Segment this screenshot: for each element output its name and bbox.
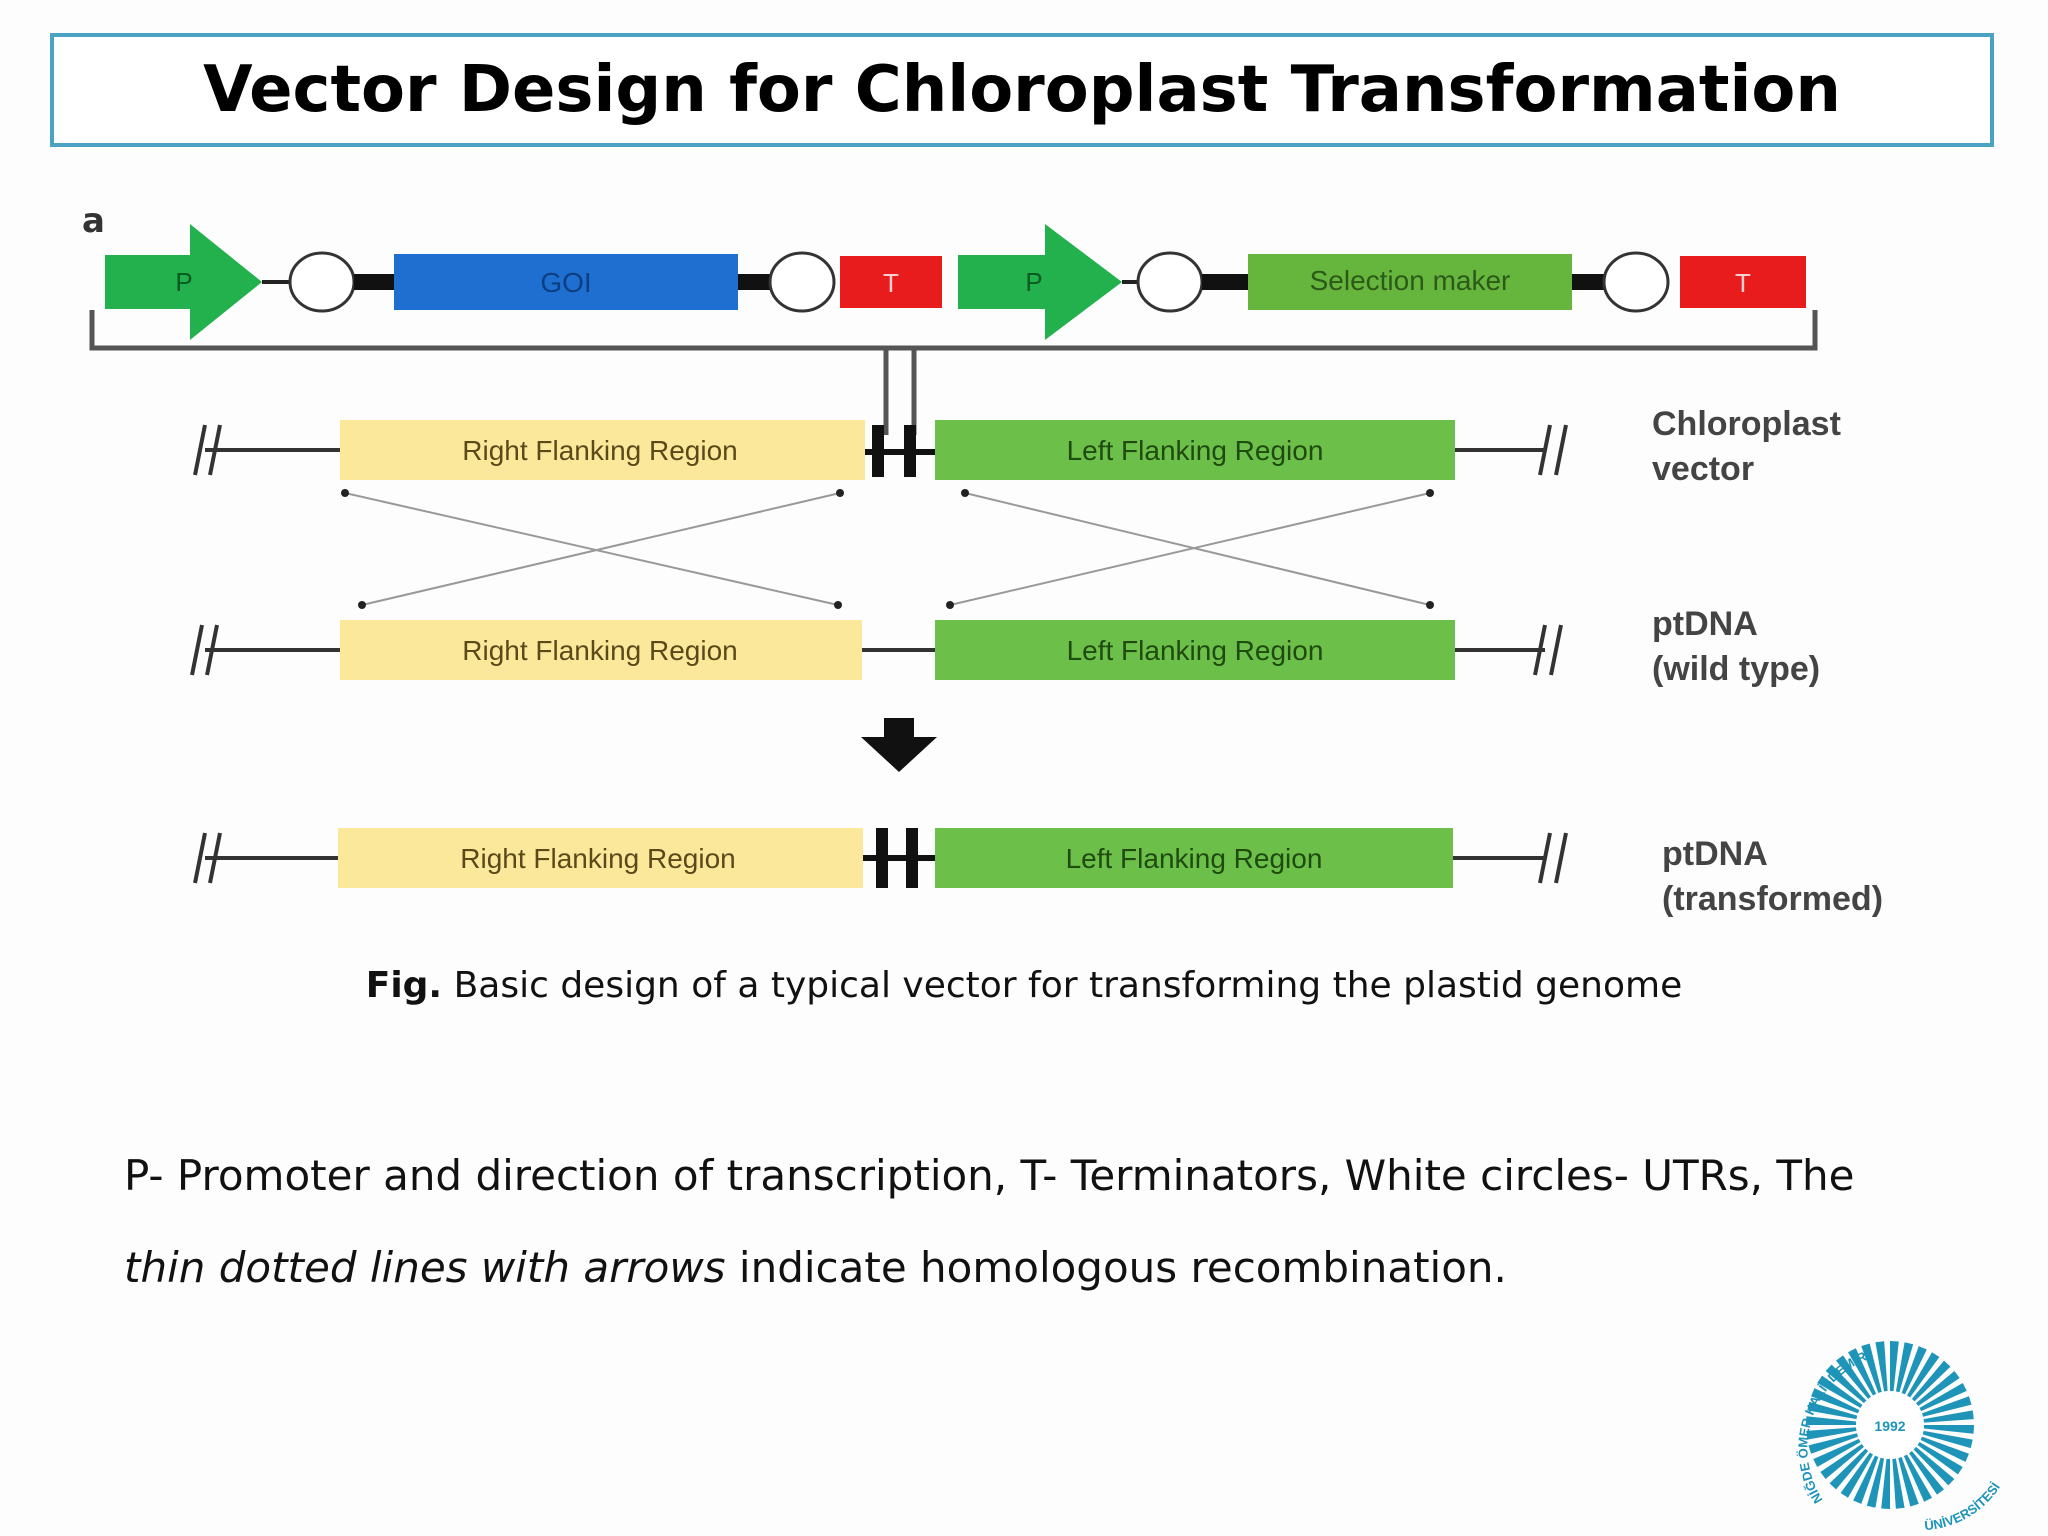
logo-ray xyxy=(1866,1457,1885,1508)
logo-ray xyxy=(1806,1427,1857,1440)
row-label-3b: (transformed) xyxy=(1662,880,1883,918)
right-flank-3 xyxy=(338,828,863,888)
logo-ray xyxy=(1806,1416,1857,1425)
goi-box xyxy=(394,254,738,310)
figure-caption: Fig. Basic design of a typical vector fo… xyxy=(0,965,2048,1006)
logo-year: 1992 xyxy=(1874,1418,1905,1434)
terminator-box-2 xyxy=(1680,256,1806,308)
logo-ray xyxy=(1875,1341,1888,1392)
utr-circle-1 xyxy=(288,251,356,313)
logo-ray xyxy=(1895,1342,1914,1393)
title-box: Vector Design for Chloroplast Transforma… xyxy=(50,33,1994,147)
promoter-arrow-2 xyxy=(958,224,1122,340)
vector-diagram: a P GOI T P Selection maker T xyxy=(82,201,1883,918)
logo-ray xyxy=(1909,1451,1944,1495)
row-label-3a: ptDNA xyxy=(1662,835,1768,873)
promoter-arrow-1 xyxy=(105,224,262,340)
logo-ray xyxy=(1923,1410,1974,1423)
logo-ray xyxy=(1829,1448,1869,1490)
description-rest: indicate homologous recombination. xyxy=(725,1243,1507,1292)
logo-ray xyxy=(1807,1401,1858,1420)
legend-description: P- Promoter and direction of transcripti… xyxy=(124,1130,1924,1314)
logo-ray xyxy=(1921,1396,1972,1417)
logo-ray xyxy=(1840,1452,1873,1498)
logo-ray xyxy=(1813,1438,1861,1467)
row-chloroplast-vector: Right Flanking Region Left Flanking Regi… xyxy=(193,405,1841,488)
right-flank-label-1: Right Flanking Region xyxy=(462,435,738,466)
left-flank-label-3: Left Flanking Region xyxy=(1066,843,1323,874)
right-flank-1 xyxy=(340,420,865,480)
figure-caption-bold: Fig. xyxy=(365,965,443,1006)
description-line-1: P- Promoter and direction of transcripti… xyxy=(124,1151,1855,1200)
row-label-1b: vector xyxy=(1652,450,1754,488)
recombination-lines xyxy=(341,489,1434,609)
logo-ray xyxy=(1817,1375,1863,1408)
logo-ray xyxy=(1922,1430,1973,1449)
promoter-label-2: P xyxy=(1025,267,1042,297)
logo-ray xyxy=(1923,1425,1974,1434)
logo-ray xyxy=(1907,1352,1940,1398)
selection-box xyxy=(1248,254,1572,310)
logo-ray xyxy=(1848,1348,1877,1396)
figure-caption-text: Basic design of a typical vector for tra… xyxy=(442,965,1683,1006)
left-flank-label-2: Left Flanking Region xyxy=(1067,635,1324,666)
utr-circle-2 xyxy=(768,251,836,313)
description-line-2: thin dotted lines with arrows indicate h… xyxy=(124,1222,1924,1314)
left-flank-3 xyxy=(935,828,1453,888)
utr-circle-3 xyxy=(1136,251,1204,313)
right-flank-label-3: Right Flanking Region xyxy=(460,843,736,874)
right-flank-2 xyxy=(340,620,862,680)
description-italic: thin dotted lines with arrows xyxy=(124,1243,726,1292)
row-label-1a: Chloroplast xyxy=(1652,405,1841,443)
right-flank-label-2: Right Flanking Region xyxy=(462,635,738,666)
logo-ray xyxy=(1920,1436,1969,1462)
logo-ray xyxy=(1903,1454,1932,1502)
utr-circle-4 xyxy=(1602,251,1670,313)
logo-ray xyxy=(1901,1346,1927,1395)
insertion-bracket xyxy=(89,310,1818,435)
left-flank-label-1: Left Flanking Region xyxy=(1067,435,1324,466)
logo-ray xyxy=(1881,1458,1890,1509)
logo-ray xyxy=(1861,1343,1882,1394)
logo-ray xyxy=(1836,1355,1871,1399)
goi-label: GOI xyxy=(540,267,591,298)
logo-ray xyxy=(1808,1433,1859,1454)
promoter-label-1: P xyxy=(175,267,192,297)
row-ptdna-wild-type: Right Flanking Region Left Flanking Regi… xyxy=(190,605,1820,688)
logo-ray xyxy=(1890,1341,1899,1392)
row-label-2a: ptDNA xyxy=(1652,605,1758,643)
row-ptdna-transformed: Right Flanking Region Left Flanking Regi… xyxy=(193,828,1883,918)
panel-label: a xyxy=(82,201,105,241)
logo-ray xyxy=(1892,1458,1905,1509)
expression-cassette: P GOI T P Selection maker T xyxy=(105,224,1806,340)
terminator-box-1 xyxy=(840,256,942,308)
logo-ray xyxy=(1853,1455,1879,1504)
logo-ray xyxy=(1911,1360,1951,1402)
left-flank-1 xyxy=(935,420,1455,480)
university-logo: 1992 NİĞDE ÖMER HALİSDEMİR ÜNİVERSİTESİ xyxy=(1795,1341,2003,1533)
logo-ray xyxy=(1919,1383,1967,1412)
slide-title: Vector Design for Chloroplast Transforma… xyxy=(203,53,1841,127)
terminator-label-2: T xyxy=(1735,268,1751,298)
logo-ray xyxy=(1898,1456,1919,1507)
logo-ray xyxy=(1916,1371,1960,1406)
logo-ray xyxy=(1917,1442,1963,1475)
selection-label: Selection maker xyxy=(1310,265,1511,296)
terminator-label-1: T xyxy=(883,268,899,298)
logo-ray xyxy=(1820,1444,1864,1479)
left-flank-2 xyxy=(935,620,1455,680)
logo-ray xyxy=(1913,1446,1955,1486)
logo-ray xyxy=(1811,1388,1860,1414)
row-label-2b: (wild type) xyxy=(1652,650,1820,688)
logo-ray xyxy=(1825,1364,1867,1404)
down-arrow-icon xyxy=(861,718,937,772)
